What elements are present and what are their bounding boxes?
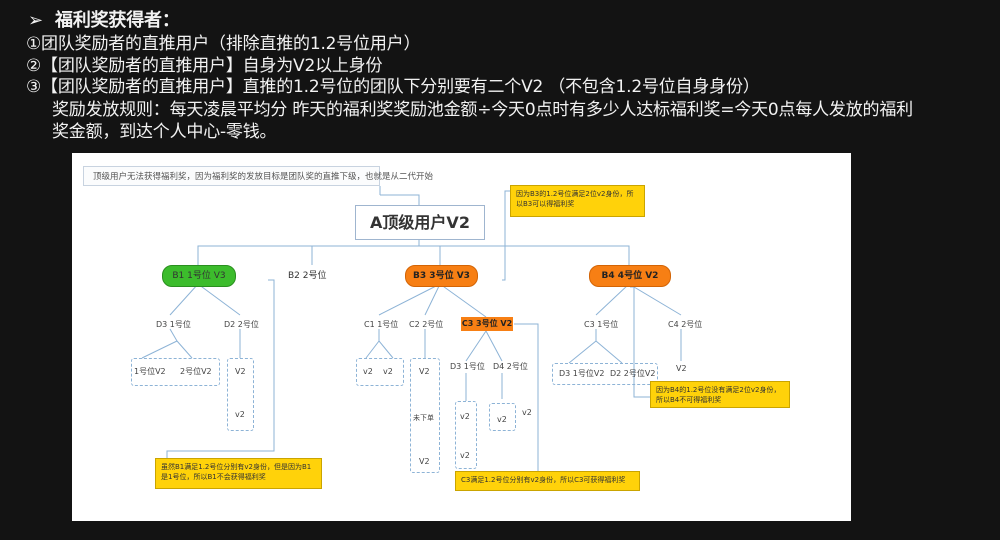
heading-text: 福利奖获得者： (55, 10, 180, 31)
b1-g1-a: 1号位V2 (134, 367, 166, 376)
bullet-icon: ➢ (28, 10, 43, 31)
b1-g2-b: v2 (235, 410, 245, 419)
rule-3: ③【团队奖励者的直推用户】直推的1.2号位的团队下分别要有二个V2 （不包含1.… (26, 77, 760, 97)
b4-g-a: D3 1号位V2 (559, 369, 605, 378)
root-node: A顶级用户V2 (355, 205, 485, 240)
c3-d3-a: v2 (460, 412, 470, 421)
c2-b: 未下单 (413, 414, 434, 422)
c2-a: V2 (419, 367, 430, 376)
c1-group (356, 358, 404, 386)
c3-d4-b: v2 (522, 408, 532, 417)
b1-group-2 (227, 358, 254, 431)
node-b1: B1 1号位 V3 (162, 265, 236, 287)
rule-1: ①团队奖励者的直推用户（排除直推的1.2号位用户） (26, 34, 421, 54)
c2-c: V2 (419, 457, 430, 466)
node-d2: D2 2号位 (224, 320, 259, 329)
heading: ➢ 福利奖获得者： (28, 10, 180, 32)
c3-d3-group (455, 401, 477, 469)
note-b4: 因为B4的1.2号位没有满足2位v2身份，所以B4不可得福利奖 (650, 381, 790, 408)
node-b3: B3 3号位 V3 (405, 265, 478, 287)
b1-g1-b: 2号位V2 (180, 367, 212, 376)
node-c1: C1 1号位 (364, 320, 399, 329)
c1-a: v2 (363, 367, 373, 376)
b1-group-1 (131, 358, 220, 386)
note-c3: C3满足1.2号位分别有v2身份，所以C3可获得福利奖 (455, 471, 640, 491)
connector-lines (141, 186, 683, 471)
b1-g2-a: V2 (235, 367, 246, 376)
node-d3: D3 1号位 (156, 320, 191, 329)
node-b4-c3: C3 1号位 (584, 320, 619, 329)
rule-5: 奖金额，到达个人中心-零钱。 (52, 122, 277, 142)
node-c3: C3 3号位 V2 (461, 317, 513, 331)
node-b2: B2 2号位 (288, 271, 327, 281)
c3-d4-a: v2 (497, 415, 507, 424)
b4-c4-a: V2 (676, 364, 687, 373)
node-c3-d3: D3 1号位 (450, 362, 485, 371)
node-b4: B4 4号位 V2 (589, 265, 671, 287)
c2-group (410, 358, 440, 473)
c3-d4-group (489, 403, 516, 431)
node-c2: C2 2号位 (409, 320, 444, 329)
node-c3-d4: D4 2号位 (493, 362, 528, 371)
b4-group (552, 363, 658, 385)
c3-d3-b: v2 (460, 451, 470, 460)
note-b1: 虽然B1满足1.2号位分别有v2身份，但是因为B1是1号位，所以B1不会获得福利… (155, 458, 322, 489)
note-b3: 因为B3的1.2号位满足2位v2身份，所以B3可以得福利奖 (510, 185, 645, 217)
rule-2: ②【团队奖励者的直推用户】自身为V2以上身份 (26, 56, 383, 76)
top-note: 顶级用户无法获得福利奖，因为福利奖的发放目标是团队奖的直推下级，也就是从二代开始 (83, 166, 433, 186)
c1-b: v2 (383, 367, 393, 376)
rule-4: 奖励发放规则：每天凌晨平均分 昨天的福利奖奖励池金额÷今天0点时有多少人达标福利… (52, 100, 913, 120)
diagram-panel: 顶级用户无法获得福利奖，因为福利奖的发放目标是团队奖的直推下级，也就是从二代开始… (72, 153, 851, 521)
b4-g-b: D2 2号位V2 (610, 369, 656, 378)
node-b4-c4: C4 2号位 (668, 320, 703, 329)
